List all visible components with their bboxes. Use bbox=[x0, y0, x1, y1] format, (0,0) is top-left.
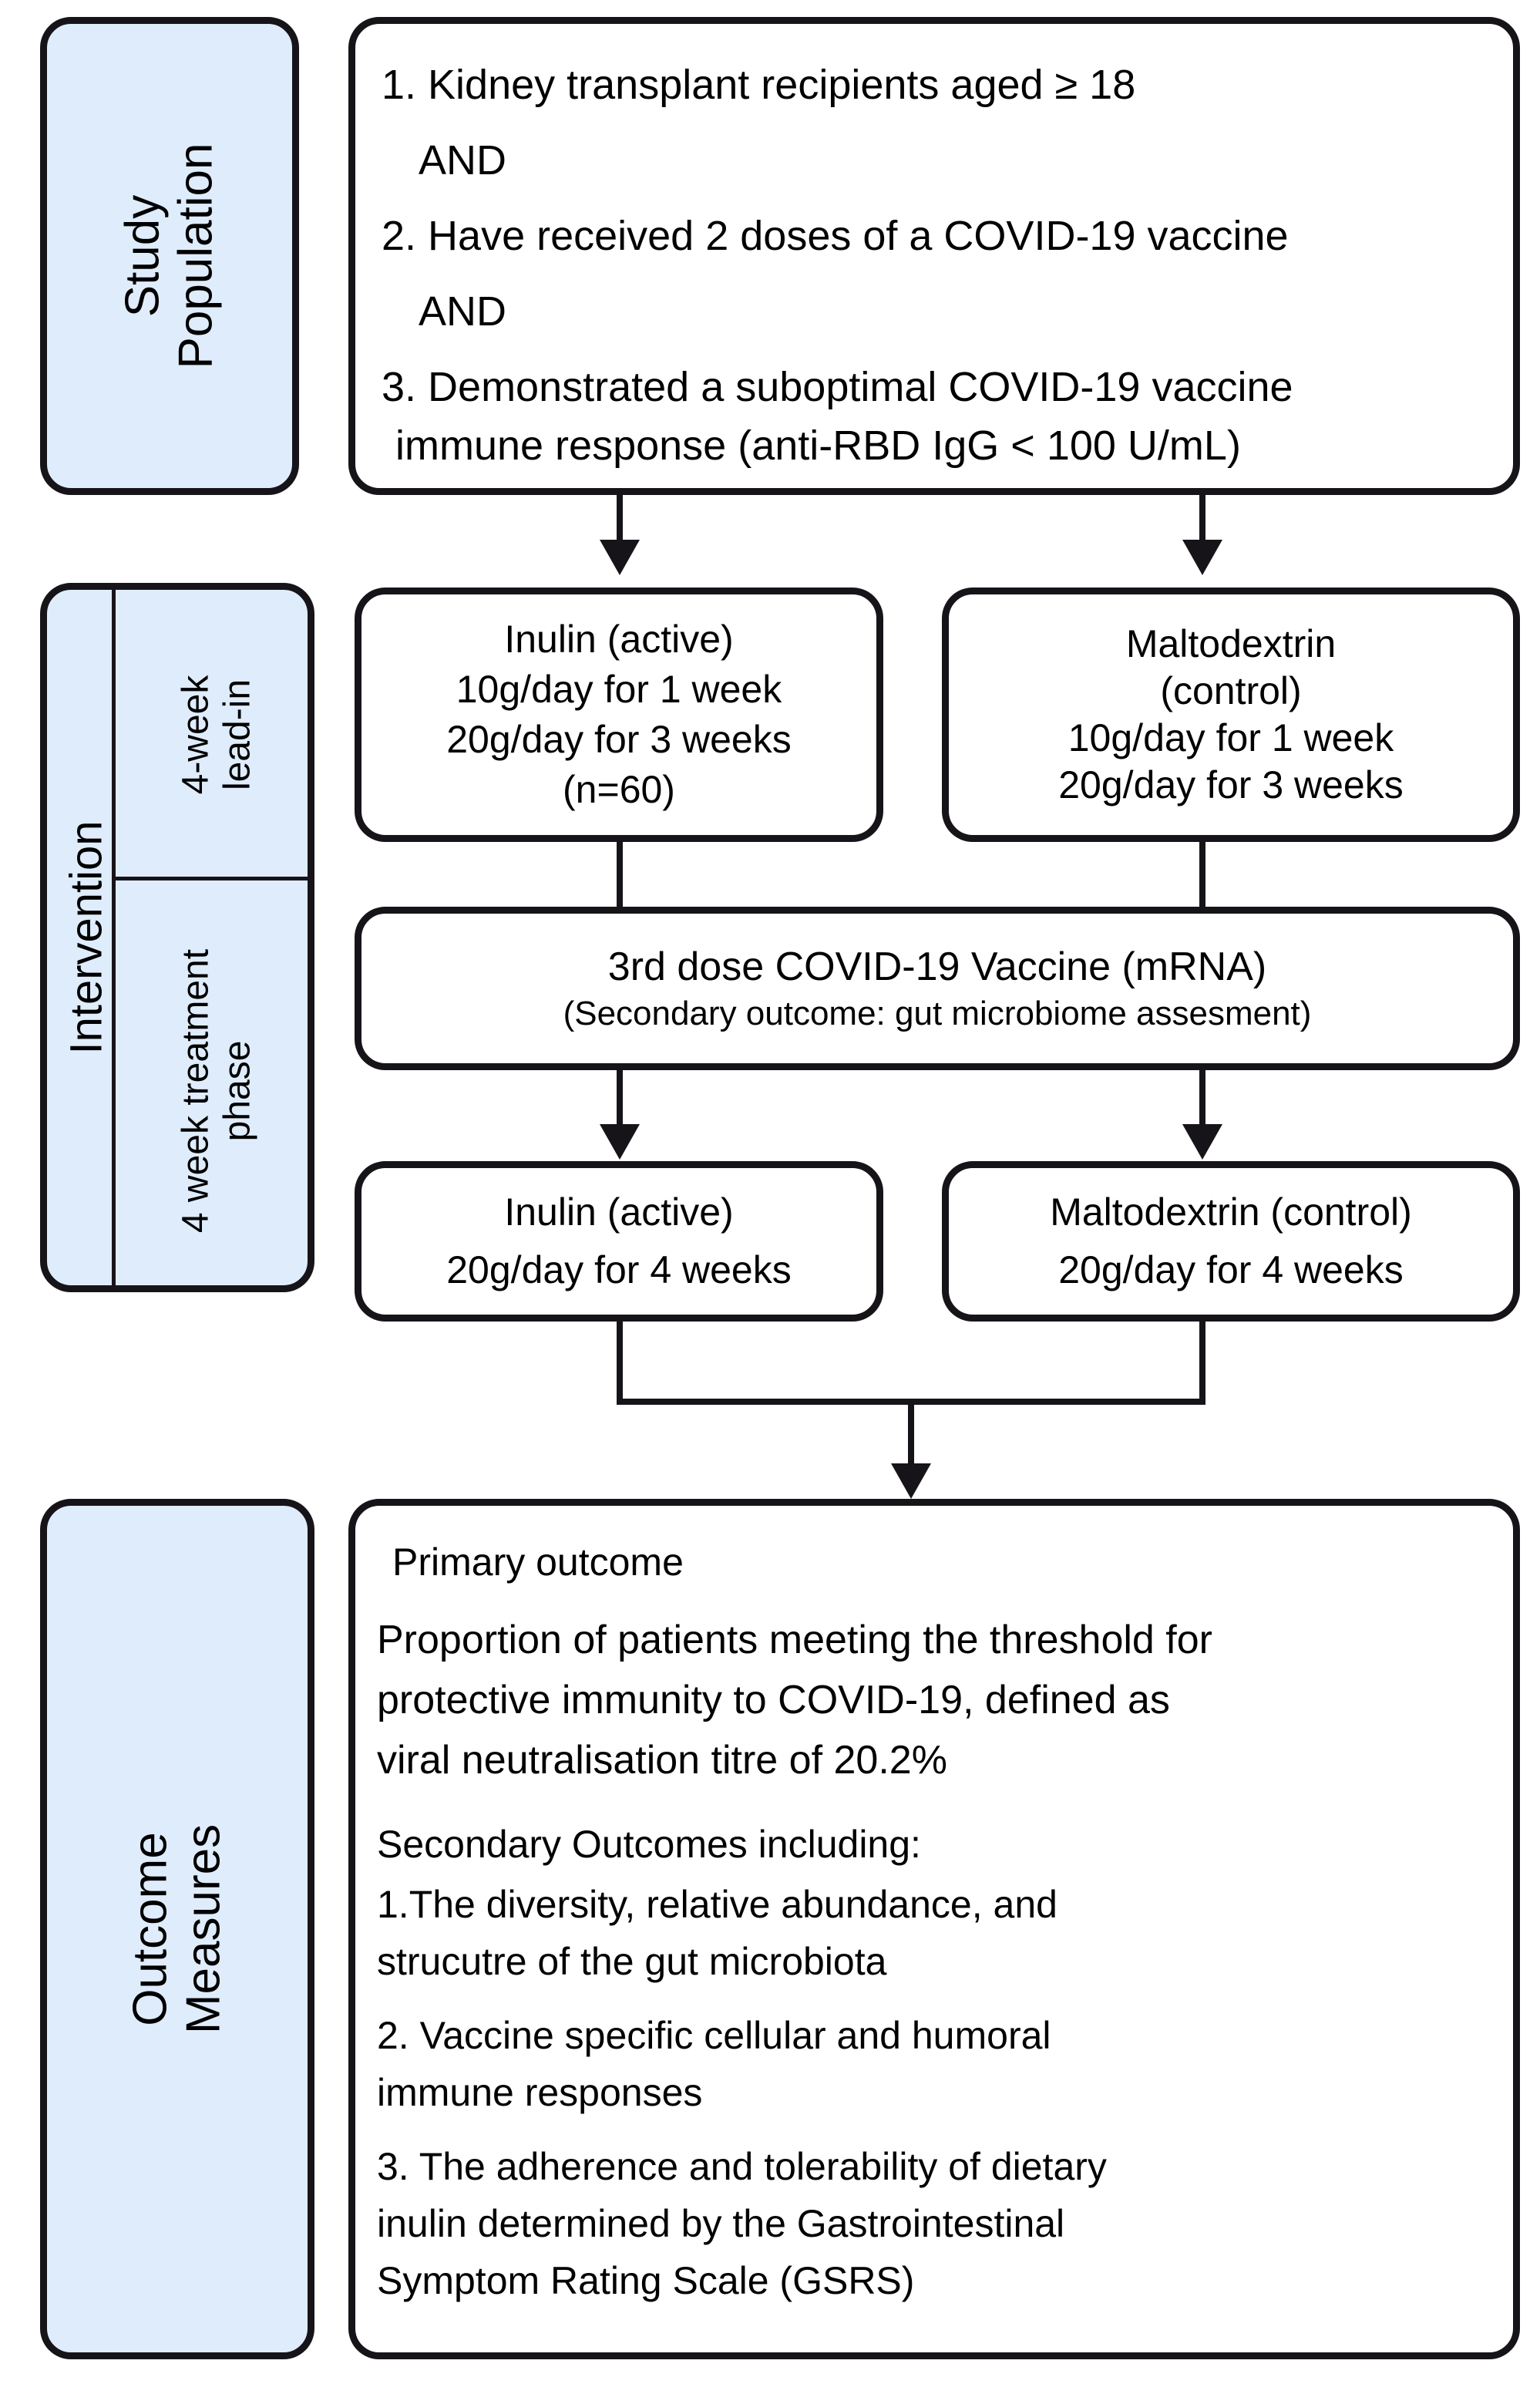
vaccine-line2: (Secondary outcome: gut microbiome asses… bbox=[563, 995, 1312, 1033]
leadin-active-line2: 10g/day for 1 week bbox=[456, 668, 782, 711]
arrowhead-merge-to-outcomes bbox=[891, 1463, 931, 1499]
vaccine-line1: 3rd dose COVID-19 Vaccine (mRNA) bbox=[607, 944, 1267, 989]
leadin-control-line2: (control) bbox=[1160, 669, 1302, 712]
connector-population-to-control bbox=[1199, 495, 1205, 547]
criteria-line-2: AND bbox=[419, 137, 507, 184]
primary-outcome-line3: viral neutralisation titre of 20.2% bbox=[377, 1738, 947, 1783]
study-population-label: Study Population bbox=[116, 143, 224, 369]
phase-treatment-line1: 4 week treatment bbox=[175, 948, 217, 1234]
primary-outcome-line2: protective immunity to COVID-19, defined… bbox=[377, 1678, 1170, 1722]
leadin-control-box: Maltodextrin (control) 10g/day for 1 wee… bbox=[942, 588, 1520, 842]
secondary-outcome-1-line2: strucutre of the gut microbiota bbox=[377, 1940, 887, 1983]
study-population-criteria-box: 1. Kidney transplant recipients aged ≥ 1… bbox=[348, 17, 1520, 495]
outcome-measures-box: Primary outcome Proportion of patients m… bbox=[348, 1499, 1520, 2359]
secondary-outcome-3-line1: 3. The adherence and tolerability of die… bbox=[377, 2145, 1107, 2188]
secondary-outcome-1-line1: 1.The diversity, relative abundance, and bbox=[377, 1883, 1057, 1926]
criteria-line-1: 1. Kidney transplant recipients aged ≥ 1… bbox=[382, 62, 1136, 108]
connector-vaccine-to-treatment-active bbox=[617, 1070, 623, 1130]
intervention-label-text: Intervention bbox=[61, 820, 112, 1055]
criteria-line-5: 3. Demonstrated a suboptimal COVID-19 va… bbox=[382, 364, 1293, 410]
phase-leadin-line1: 4-week bbox=[175, 675, 217, 795]
treatment-control-line2: 20g/day for 4 weeks bbox=[1058, 1248, 1404, 1291]
secondary-outcomes-heading: Secondary Outcomes including: bbox=[377, 1823, 921, 1866]
primary-outcome-heading: Primary outcome bbox=[392, 1540, 684, 1584]
study-population-label-line2: Population bbox=[170, 143, 223, 369]
treatment-control-box: Maltodextrin (control) 20g/day for 4 wee… bbox=[942, 1161, 1520, 1322]
leadin-active-line1: Inulin (active) bbox=[504, 618, 734, 661]
treatment-active-line1: Inulin (active) bbox=[504, 1190, 734, 1234]
vaccine-box: 3rd dose COVID-19 Vaccine (mRNA) (Second… bbox=[355, 907, 1520, 1070]
intervention-phase-treatment-label: 4 week treatment phase bbox=[175, 949, 258, 1233]
connector-vaccine-to-treatment-control bbox=[1199, 1070, 1205, 1130]
phase-treatment-line2: phase bbox=[217, 1040, 257, 1142]
connector-merge-to-outcomes bbox=[908, 1399, 914, 1471]
leadin-control-line3: 10g/day for 1 week bbox=[1068, 716, 1394, 759]
intervention-phase-leadin-label: 4-week lead-in bbox=[175, 675, 258, 795]
outcome-measures-label-panel: Outcome Measures bbox=[40, 1499, 314, 2359]
treatment-active-box: Inulin (active) 20g/day for 4 weeks bbox=[355, 1161, 883, 1322]
arrowhead-population-to-active bbox=[600, 540, 640, 575]
outcome-measures-label: Outcome Measures bbox=[124, 1824, 231, 2034]
study-population-label-panel: Study Population bbox=[40, 17, 299, 495]
leadin-active-line4: (n=60) bbox=[563, 768, 675, 811]
secondary-outcome-2-line2: immune responses bbox=[377, 2071, 703, 2114]
connector-treatment-control-down bbox=[1199, 1322, 1205, 1405]
primary-outcome-line1: Proportion of patients meeting the thres… bbox=[377, 1618, 1212, 1662]
secondary-outcome-3-line2: inulin determined by the Gastrointestina… bbox=[377, 2202, 1065, 2245]
outcome-measures-label-line1: Outcome bbox=[123, 1832, 177, 2026]
study-population-label-line1: Study bbox=[116, 194, 170, 318]
intervention-label-panel: Intervention 4-week lead-in 4 week treat… bbox=[40, 583, 314, 1292]
treatment-control-line1: Maltodextrin (control) bbox=[1050, 1190, 1412, 1234]
phase-leadin-line2: lead-in bbox=[217, 678, 257, 791]
criteria-line-4: AND bbox=[419, 288, 507, 335]
leadin-active-box: Inulin (active) 10g/day for 1 week 20g/d… bbox=[355, 588, 883, 842]
intervention-label: Intervention bbox=[62, 820, 113, 1054]
outcome-measures-label-line2: Measures bbox=[177, 1823, 230, 2035]
arrowhead-population-to-control bbox=[1182, 540, 1222, 575]
secondary-outcome-3-line3: Symptom Rating Scale (GSRS) bbox=[377, 2259, 915, 2302]
treatment-active-line2: 20g/day for 4 weeks bbox=[446, 1248, 792, 1291]
intervention-divider-vertical bbox=[112, 583, 116, 1292]
leadin-active-line3: 20g/day for 3 weeks bbox=[446, 718, 792, 761]
leadin-control-line1: Maltodextrin bbox=[1125, 622, 1337, 665]
arrowhead-vaccine-to-treatment-active bbox=[600, 1124, 640, 1160]
secondary-outcome-2-line1: 2. Vaccine specific cellular and humoral bbox=[377, 2014, 1051, 2057]
leadin-control-line4: 20g/day for 3 weeks bbox=[1058, 763, 1404, 806]
criteria-line-6: immune response (anti-RBD IgG < 100 U/mL… bbox=[395, 423, 1241, 469]
arrowhead-vaccine-to-treatment-control bbox=[1182, 1124, 1222, 1160]
connector-active-to-vaccine bbox=[617, 842, 623, 910]
connector-control-to-vaccine bbox=[1199, 842, 1205, 910]
connector-population-to-active bbox=[617, 495, 623, 547]
connector-treatment-active-down bbox=[617, 1322, 623, 1405]
criteria-line-3: 2. Have received 2 doses of a COVID-19 v… bbox=[382, 213, 1289, 259]
intervention-divider-horizontal bbox=[112, 877, 314, 880]
